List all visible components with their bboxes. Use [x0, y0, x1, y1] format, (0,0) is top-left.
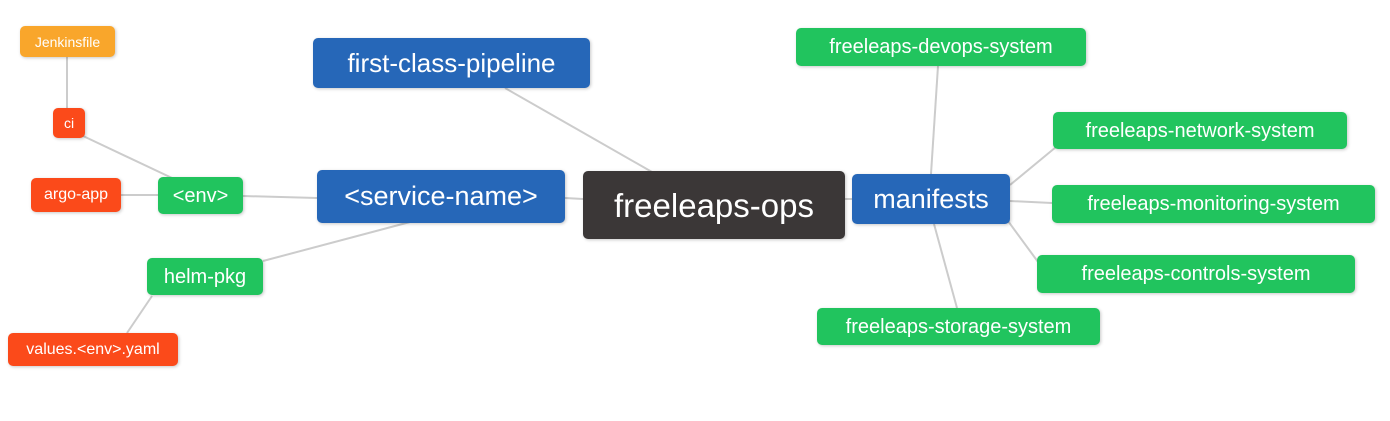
edge-service-name-freeleaps-ops	[564, 197, 584, 200]
edge-pipeline-freeleaps-ops	[504, 87, 653, 173]
node-argo-app[interactable]: argo-app	[31, 178, 121, 212]
node-ci[interactable]: ci	[53, 108, 85, 138]
edge-values-yaml-helm-pkg	[126, 295, 153, 334]
edge-env-service-name	[242, 195, 318, 199]
node-values-env-yaml[interactable]: values.<env>.yaml	[8, 333, 178, 366]
node-helm-pkg[interactable]: helm-pkg	[147, 258, 263, 295]
edge-manifests-monitoring-system	[1009, 200, 1053, 204]
node-freeleaps-controls-system[interactable]: freeleaps-controls-system	[1037, 255, 1355, 293]
node-jenkinsfile[interactable]: Jenkinsfile	[20, 26, 115, 57]
edge-ci-env	[80, 134, 173, 179]
node-freeleaps-monitoring-system[interactable]: freeleaps-monitoring-system	[1052, 185, 1375, 223]
edge-manifests-storage-system	[933, 223, 958, 309]
edge-manifests-network-system	[1009, 146, 1057, 186]
node-freeleaps-storage-system[interactable]: freeleaps-storage-system	[817, 308, 1100, 345]
node-first-class-pipeline[interactable]: first-class-pipeline	[313, 38, 590, 88]
edge-helm-pkg-service-name	[262, 221, 411, 262]
edge-manifests-controls-system	[1007, 220, 1042, 267]
node-manifests[interactable]: manifests	[852, 174, 1010, 224]
node-freeleaps-network-system[interactable]: freeleaps-network-system	[1053, 112, 1347, 149]
edge-manifests-devops-system	[930, 65, 939, 175]
node-freeleaps-ops-root[interactable]: freeleaps-ops	[583, 171, 845, 239]
node-service-name[interactable]: <service-name>	[317, 170, 565, 223]
node-freeleaps-devops-system[interactable]: freeleaps-devops-system	[796, 28, 1086, 66]
node-env[interactable]: <env>	[158, 177, 243, 214]
